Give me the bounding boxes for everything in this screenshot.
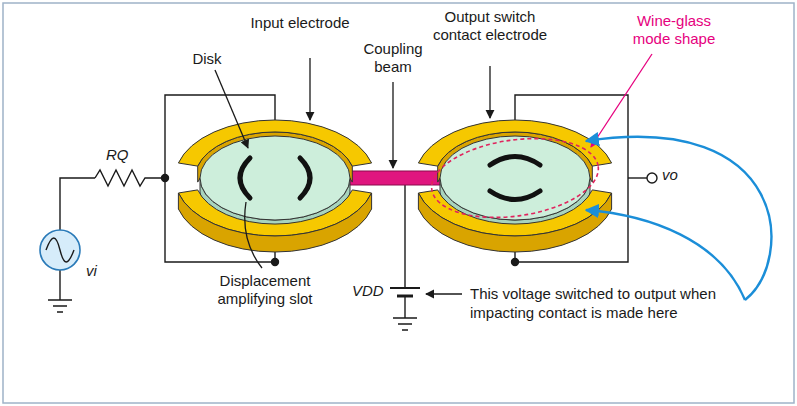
label-holder: Coupling beam	[355, 40, 431, 76]
contact-arrows	[586, 137, 771, 300]
output-resonator	[418, 120, 611, 252]
part-label: Coupling beam	[355, 40, 431, 76]
label-holder: RQ	[106, 146, 129, 164]
signal-name: vo	[662, 166, 678, 184]
part-label: Output switch contact electrode	[430, 8, 550, 44]
label-holder: vo	[662, 166, 678, 184]
mode-shape-outline	[427, 129, 604, 228]
component-name: RQ	[106, 146, 129, 164]
label-holder: Output switch contact electrode	[430, 8, 550, 44]
label-holder: Displacement amplifying slot	[210, 272, 320, 308]
battery-symbol	[390, 184, 420, 330]
figure-frame	[3, 3, 794, 403]
part-label: Displacement amplifying slot	[210, 272, 320, 308]
part-label: Input electrode	[250, 14, 350, 32]
signal-name: vi	[86, 262, 97, 280]
part-label: Disk	[185, 50, 229, 68]
note-text: This voltage switched to output when imp…	[470, 284, 732, 322]
mode-label: Wine-glass mode shape	[618, 12, 730, 48]
leader-lines	[215, 54, 652, 294]
label-holder: Input electrode	[250, 14, 350, 32]
label-holder: This voltage switched to output when imp…	[470, 284, 732, 322]
supply-name: VDD	[352, 282, 384, 300]
label-holder: Wine-glass mode shape	[618, 12, 730, 48]
label-holder: VDD	[352, 282, 384, 300]
label-holder: vi	[86, 262, 97, 280]
input-resonator	[178, 120, 371, 252]
label-holder: Disk	[185, 50, 229, 68]
